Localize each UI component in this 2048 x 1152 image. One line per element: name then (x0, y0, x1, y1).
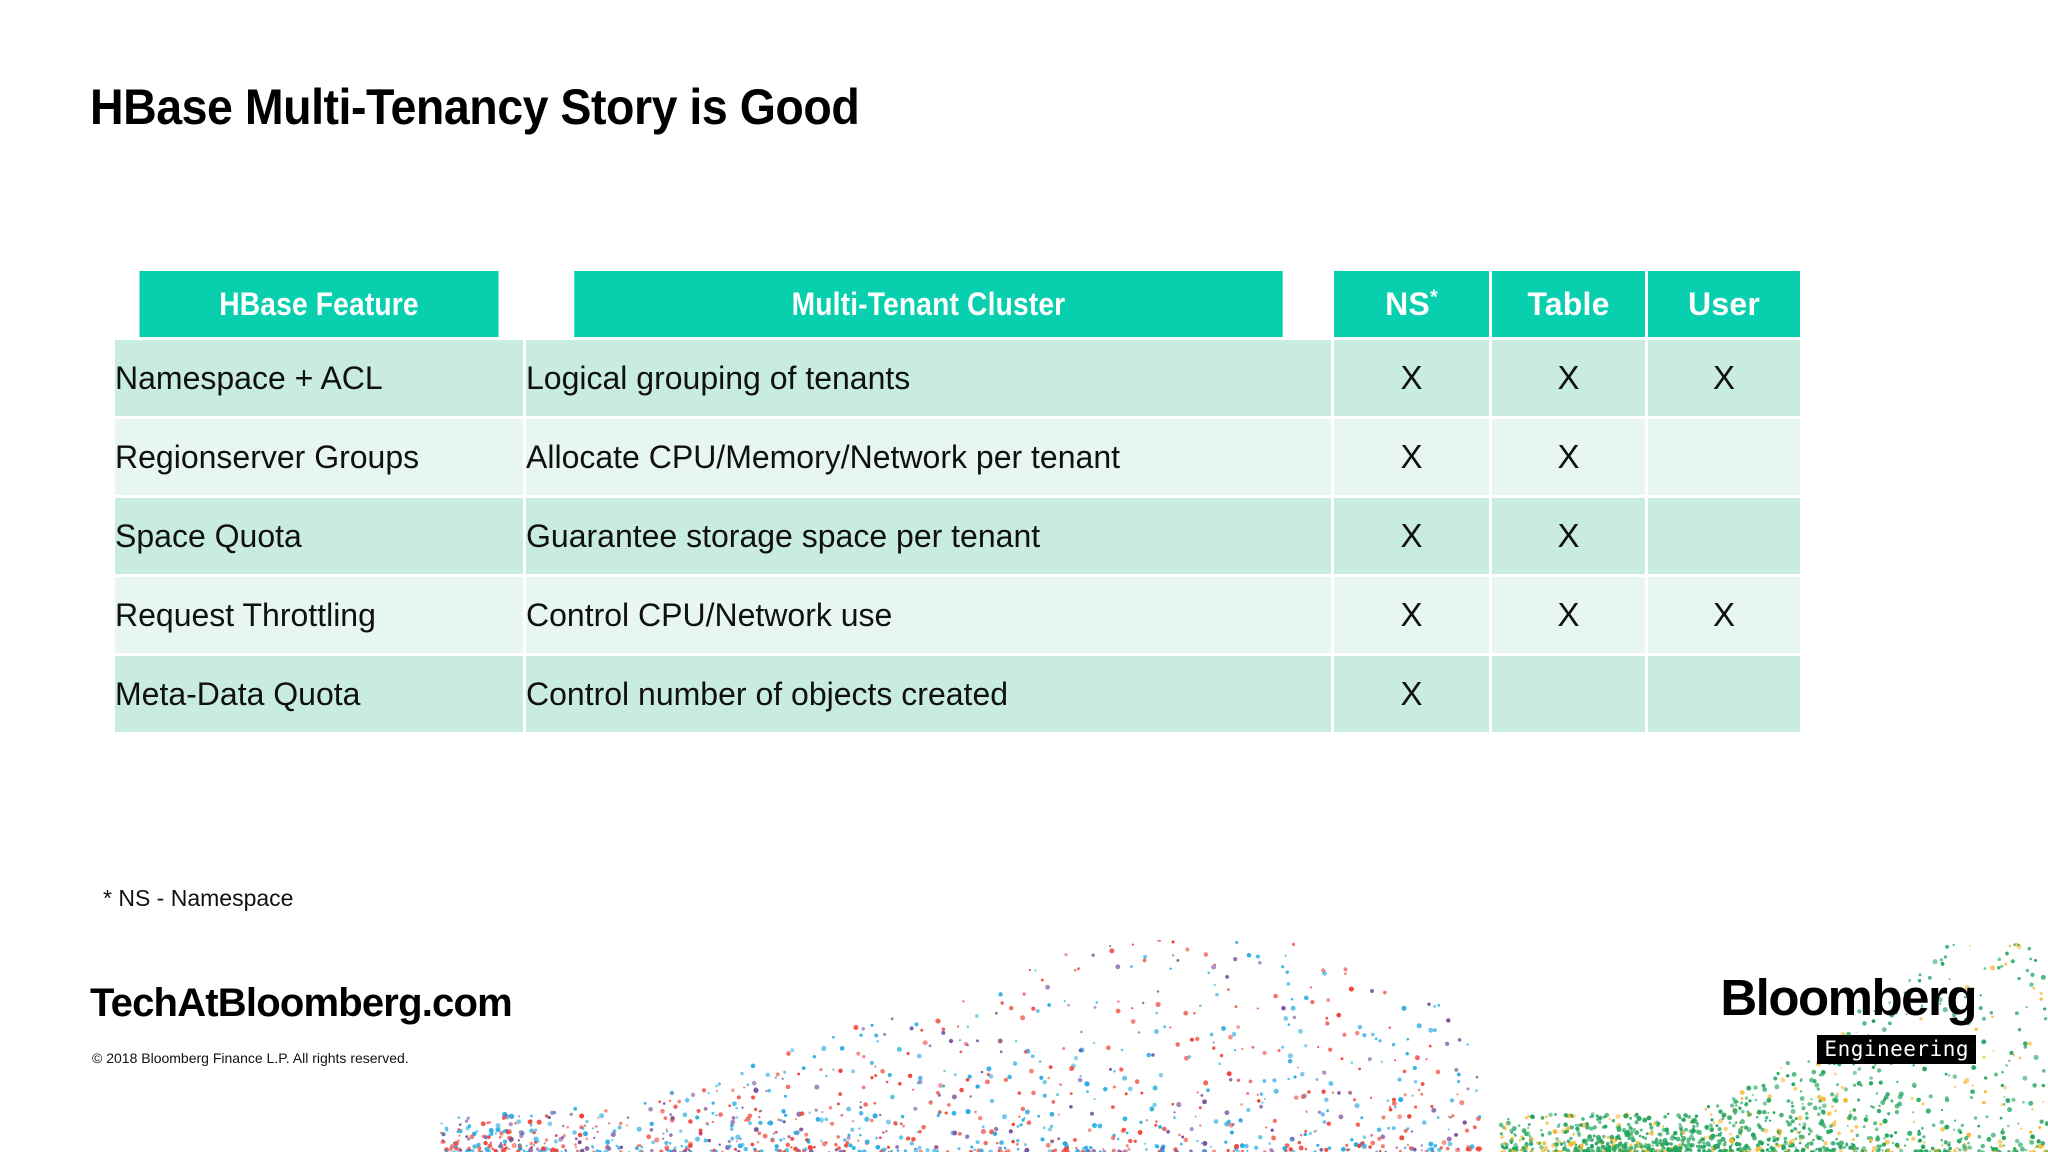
column-header-ns: NS* (1334, 271, 1489, 337)
cell-user-mark: X (1648, 340, 1800, 416)
cell-user-mark (1648, 419, 1800, 495)
cell-table-mark: X (1492, 419, 1645, 495)
table-header: HBase Feature Multi-Tenant Cluster NS* T… (115, 271, 1800, 337)
multi-tenancy-feature-table: HBase Feature Multi-Tenant Cluster NS* T… (112, 268, 1803, 735)
cell-feature: Space Quota (115, 498, 523, 574)
column-header-hbase-feature: HBase Feature (139, 271, 499, 337)
footer-copyright: © 2018 Bloomberg Finance L.P. All rights… (92, 1050, 409, 1066)
cell-cluster: Guarantee storage space per tenant (526, 498, 1331, 574)
column-header-multi-tenant-cluster: Multi-Tenant Cluster (574, 271, 1283, 337)
bloomberg-wordmark: Bloomberg (1720, 969, 1977, 1026)
cell-user-mark: X (1648, 577, 1800, 653)
table-row: Namespace + ACL Logical grouping of tena… (115, 340, 1800, 416)
table-row: Request Throttling Control CPU/Network u… (115, 577, 1800, 653)
column-header-user: User (1648, 271, 1800, 337)
table-row: Regionserver Groups Allocate CPU/Memory/… (115, 419, 1800, 495)
cell-ns-mark: X (1334, 419, 1489, 495)
column-header-table: Table (1492, 271, 1645, 337)
cell-ns-mark: X (1334, 656, 1489, 732)
cell-cluster: Logical grouping of tenants (526, 340, 1331, 416)
bloomberg-logo: Bloomberg Engineering (1720, 969, 1977, 1065)
cell-table-mark: X (1492, 498, 1645, 574)
page-title: HBase Multi-Tenancy Story is Good (90, 79, 860, 135)
cell-feature: Regionserver Groups (115, 419, 523, 495)
cell-cluster: Allocate CPU/Memory/Network per tenant (526, 419, 1331, 495)
bloomberg-engineering-wrap: Engineering (1720, 1035, 1976, 1065)
cell-table-mark (1492, 656, 1645, 732)
table-body: Namespace + ACL Logical grouping of tena… (115, 340, 1800, 732)
footer-brand-techatbloomberg[interactable]: TechAtBloomberg.com (90, 981, 513, 1025)
table-row: Meta-Data Quota Control number of object… (115, 656, 1800, 732)
bloomberg-engineering-badge: Engineering (1817, 1035, 1976, 1065)
cell-table-mark: X (1492, 340, 1645, 416)
cell-user-mark (1648, 498, 1800, 574)
cell-cluster: Control number of objects created (526, 656, 1331, 732)
cell-feature: Request Throttling (115, 577, 523, 653)
cell-table-mark: X (1492, 577, 1645, 653)
cell-cluster: Control CPU/Network use (526, 577, 1331, 653)
table-header-row: HBase Feature Multi-Tenant Cluster NS* T… (115, 271, 1800, 337)
cell-ns-mark: X (1334, 498, 1489, 574)
cell-ns-mark: X (1334, 340, 1489, 416)
cell-user-mark (1648, 656, 1800, 732)
cell-ns-mark: X (1334, 577, 1489, 653)
cell-feature: Meta-Data Quota (115, 656, 523, 732)
column-header-ns-label: NS (1385, 285, 1430, 322)
footnote-ns-namespace: * NS - Namespace (103, 885, 294, 911)
footnote-marker-asterisk: * (1429, 285, 1438, 308)
cell-feature: Namespace + ACL (115, 340, 523, 416)
table-row: Space Quota Guarantee storage space per … (115, 498, 1800, 574)
